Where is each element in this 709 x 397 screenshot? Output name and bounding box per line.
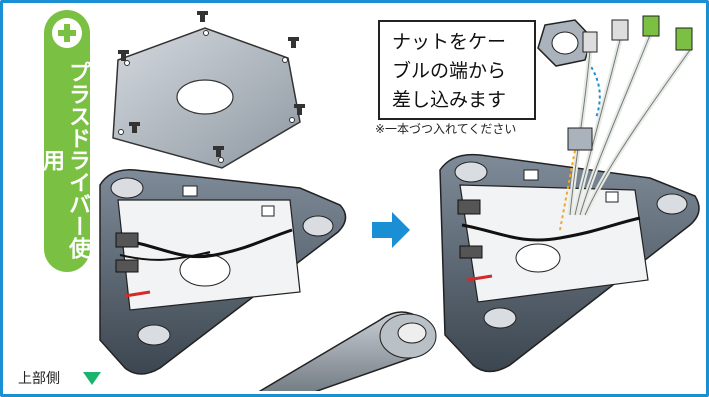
screws xyxy=(118,11,305,157)
top-side-label: 上部側 xyxy=(18,371,60,387)
insertion-guide xyxy=(559,149,576,231)
callout-bubble: ナットをケー ブルの端から 差し込みます xyxy=(378,20,536,120)
callout-text: ナットをケー ブルの端から 差し込みます xyxy=(392,31,507,111)
tube xyxy=(258,311,437,391)
base-unit-left xyxy=(99,169,347,375)
cable-connectors xyxy=(582,15,693,53)
cable-bundle xyxy=(567,34,693,217)
screwdriver-badge: プラスドライバー使用 xyxy=(39,10,90,272)
bottom-cover-plate xyxy=(112,27,301,169)
base-unit-right xyxy=(439,153,700,373)
cable-gland xyxy=(567,127,593,151)
nut-icon xyxy=(537,19,593,67)
note-text: ※一本づつ入れてください xyxy=(375,122,517,136)
triangle-down-icon xyxy=(83,372,101,385)
screwdriver-label: プラスドライバー使用 xyxy=(39,61,90,259)
dotted-guide-arrow xyxy=(587,61,601,119)
assembly-illustration xyxy=(99,11,700,391)
plus-icon xyxy=(52,18,82,48)
arrow-right-icon xyxy=(372,212,410,248)
